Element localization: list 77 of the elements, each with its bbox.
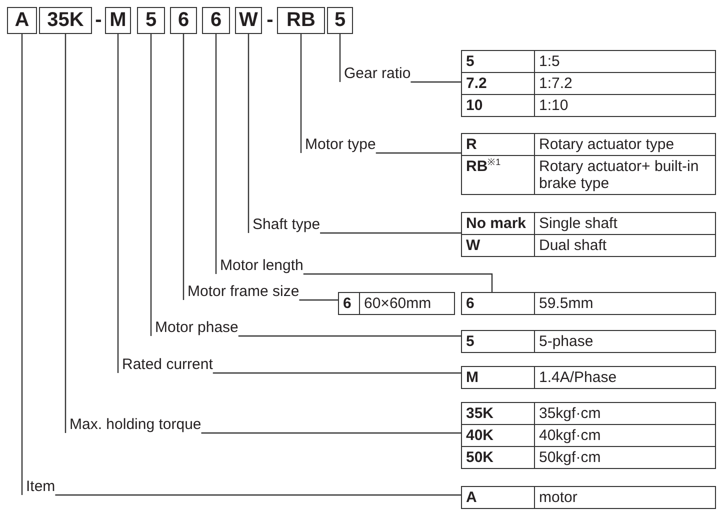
option-description: 1.4A/Phase: [534, 366, 716, 388]
leader-line: [201, 432, 461, 434]
option-description: 40kgf·cm: [534, 424, 716, 446]
leader-line: [248, 34, 250, 233]
leader-line: [238, 335, 461, 337]
field-label: Motor phase: [151, 319, 238, 336]
field-label: Shaft type: [248, 216, 320, 233]
option-table: [461, 330, 716, 353]
option-code: RB$^{※1}$: [462, 156, 534, 194]
option-code: W: [462, 234, 534, 256]
code-segment: M: [105, 7, 131, 34]
option-description: 1:10: [534, 94, 716, 116]
leader-line: [117, 34, 119, 373]
option-table: [461, 292, 716, 315]
field-label: Motor type: [301, 136, 376, 153]
option-description: Single shaft: [534, 212, 716, 234]
leader-line: [339, 34, 341, 82]
leader-line: [376, 152, 461, 154]
option-table: [461, 133, 716, 195]
option-table: [461, 212, 716, 257]
separator-dash: -: [266, 8, 274, 33]
leader-line: [300, 34, 302, 153]
option-code: 7.2: [462, 72, 534, 94]
option-table: [461, 402, 716, 469]
option-description: motor: [534, 486, 716, 508]
leader-line: [212, 372, 461, 374]
separator-dash: -: [94, 8, 103, 33]
option-description: Rotary actuator type: [534, 134, 716, 156]
field-label: Max. holding torque: [66, 416, 202, 433]
code-segment: A: [7, 7, 37, 34]
option-table: [338, 292, 455, 315]
leader-line: [55, 494, 461, 496]
leader-line: [320, 232, 461, 234]
field-label: Rated current: [118, 356, 213, 373]
option-description: 1:7.2: [534, 72, 716, 94]
leader-line: [299, 299, 338, 301]
option-code: 5: [462, 50, 534, 72]
option-description: 60×60mm: [360, 292, 454, 314]
option-table: [461, 50, 716, 117]
option-code: 5: [462, 330, 534, 352]
option-code: 6: [338, 292, 360, 314]
leader-line: [410, 81, 461, 83]
option-code: 10: [462, 94, 534, 116]
option-description: 35kgf·cm: [534, 402, 716, 424]
leader-line: [64, 34, 66, 433]
option-description: Dual shaft: [534, 234, 716, 256]
code-segment: 5: [327, 7, 353, 34]
leader-line: [182, 34, 184, 300]
code-segment: RB: [277, 7, 325, 34]
option-code: R: [462, 134, 534, 156]
leader-line: [150, 34, 152, 336]
option-table: [461, 486, 716, 509]
code-segment: 6: [202, 7, 230, 34]
leader-line: [215, 34, 217, 274]
option-table: [461, 366, 716, 389]
option-code: 6: [462, 292, 534, 314]
option-description: 1:5: [534, 50, 716, 72]
option-description: 50kgf·cm: [534, 446, 716, 468]
option-description: 59.5mm: [534, 292, 716, 314]
code-segment: 6: [170, 7, 197, 34]
leader-line: [303, 273, 493, 292]
option-code: A: [462, 486, 534, 508]
option-code: 35K: [462, 402, 534, 424]
option-description: 5-phase: [534, 330, 716, 352]
option-code: M: [462, 366, 534, 388]
code-segment: 5: [137, 7, 165, 34]
field-label: Gear ratio: [340, 65, 411, 82]
option-code: 50K: [462, 446, 534, 468]
option-code: 40K: [462, 424, 534, 446]
code-segment: W: [235, 7, 262, 34]
field-label: Motor length: [216, 257, 304, 274]
field-label: Motor frame size: [184, 283, 300, 300]
option-description: Rotary actuator+ built-in brake type: [534, 156, 716, 194]
code-segment: 35K: [39, 7, 92, 34]
leader-line: [21, 34, 23, 495]
field-label: Item: [22, 478, 56, 495]
option-code: No mark: [462, 212, 534, 234]
